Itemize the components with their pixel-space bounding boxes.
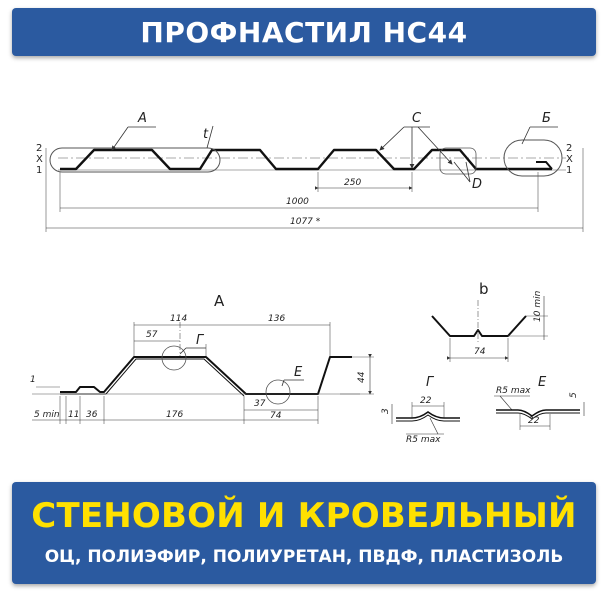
dim-37: 37 [254,399,266,409]
detail-e-title: Е [538,375,547,390]
detail-g-title: Г [426,375,435,390]
detail-a-title: А [214,292,225,310]
dim-1077: 1077 * [290,217,321,227]
right-mark-x: X [566,154,573,165]
left-mark-1: 1 [36,165,42,176]
detail-b-title: b [479,280,489,298]
overview-label-c: С [412,111,422,126]
overview-profile: 2 X 1 2 X 1 А t С Б D 250 [36,111,584,232]
usage-banner: СТЕНОВОЙ И КРОВЕЛЬНЫЙ ОЦ, ПОЛИЭФИР, ПОЛИ… [12,482,596,584]
detail-g: Г 22 3 R5 max [381,375,460,445]
right-mark-1: 1 [566,165,572,176]
coatings-list: ОЦ, ПОЛИЭФИР, ПОЛИУРЕТАН, ПВДФ, ПЛАСТИЗО… [44,547,564,567]
dim-11: 11 [68,410,79,420]
dim-1: 1 [30,375,36,385]
dim-5min: 5 min [34,410,60,420]
dim-250: 250 [344,178,361,188]
overlap-left [49,147,221,173]
detail-b: b 10 min 74 [431,280,548,362]
dim-176: 176 [166,410,183,420]
dim-114: 114 [170,314,187,324]
left-mark-2: 2 [36,143,42,154]
dim-57: 57 [146,330,158,340]
detail-e-dim-22: 22 [528,416,540,426]
usage-headline: СТЕНОВОЙ И КРОВЕЛЬНЫЙ [31,496,577,536]
overview-label-a: А [137,111,147,126]
dim-74: 74 [270,411,282,421]
dim-44: 44 [357,371,367,383]
detail-e-radius: R5 max [496,386,531,396]
detail-a: А 114 136 57 Г Е 44 1 [30,292,374,424]
dim-136: 136 [268,314,285,324]
title-banner: ПРОФНАСТИЛ НС44 [12,8,596,56]
technical-drawing: 2 X 1 2 X 1 А t С Б D 250 [30,111,585,445]
detail-g-dim-22: 22 [420,396,432,406]
detail-b-dim-74: 74 [474,347,486,357]
dim-10min: 10 min [533,290,543,322]
overview-label-b: Б [542,111,551,126]
detail-e-dim-5: 5 [569,392,579,398]
overview-label-t: t [203,127,209,142]
dim-1000: 1000 [286,197,309,207]
detail-e: Е R5 max 22 5 [494,375,585,430]
detail-a-profile [60,356,352,395]
detail-a-label-e: Е [294,365,303,380]
right-mark-2: 2 [566,143,572,154]
profile-line [60,148,552,171]
product-title: ПРОФНАСТИЛ НС44 [140,15,468,49]
left-mark-x: X [36,154,43,165]
detail-g-radius: R5 max [406,435,441,445]
detail-a-label-g: Г [196,333,205,348]
detail-g-dim-3: 3 [381,408,391,414]
overlap-right [503,139,563,177]
dim-36: 36 [86,410,98,420]
overview-label-d: D [472,177,482,192]
